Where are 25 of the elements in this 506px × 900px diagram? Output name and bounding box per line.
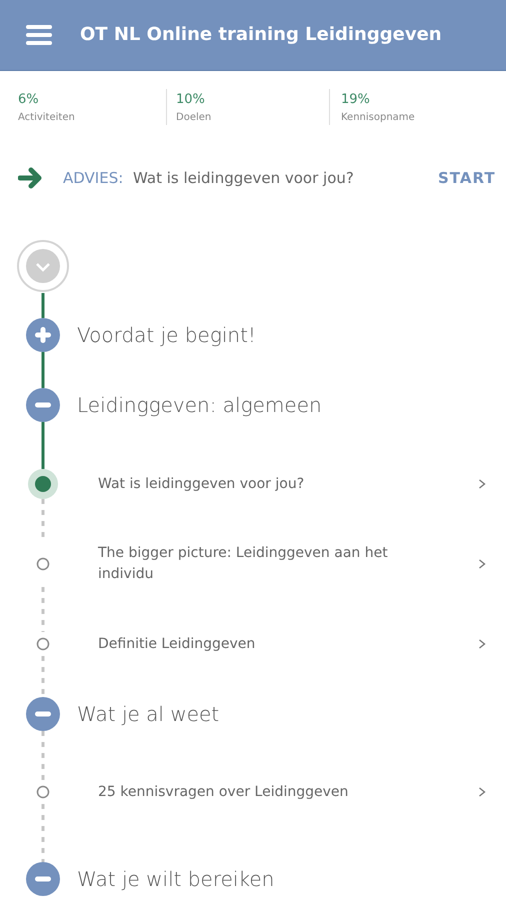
timeline-connector <box>42 293 44 318</box>
timeline-connector <box>42 587 44 632</box>
progress-percentage: 10% <box>176 92 205 107</box>
timeline-connector <box>42 422 44 469</box>
screen-title: OT NL Online training Leidinggeven <box>80 24 442 45</box>
timeline-connector <box>42 804 44 862</box>
lesson-title: Wat is leidinggeven voor jou? <box>98 474 306 494</box>
advice-text: Wat is leidinggeven voor jou? <box>133 169 354 187</box>
stat-label: Kennisopname <box>341 112 415 123</box>
progress-percentage: 6% <box>18 92 39 107</box>
section-heading: Voordat je begint! <box>77 323 256 347</box>
section-heading: Leidinggeven: algemeen <box>77 393 322 417</box>
lesson-title: Definitie Leidinggeven <box>98 634 256 654</box>
progress-percentage: 19% <box>341 92 370 107</box>
stat-label: Activiteiten <box>18 112 75 123</box>
timeline-connector <box>42 352 44 388</box>
timeline-connector <box>42 731 44 780</box>
lesson-title: The bigger picture: Leidinggeven aan het individu <box>98 544 389 584</box>
timeline-connector <box>42 656 44 697</box>
section-heading: Wat je wilt bereiken <box>77 867 274 891</box>
lesson-title: 25 kennisvragen over Leidinggeven <box>98 782 350 802</box>
stat-label: Doelen <box>176 112 212 123</box>
advice-label: ADVIES: <box>63 169 124 187</box>
section-heading: Wat je al weet <box>77 702 220 726</box>
start-link: START <box>438 169 496 187</box>
